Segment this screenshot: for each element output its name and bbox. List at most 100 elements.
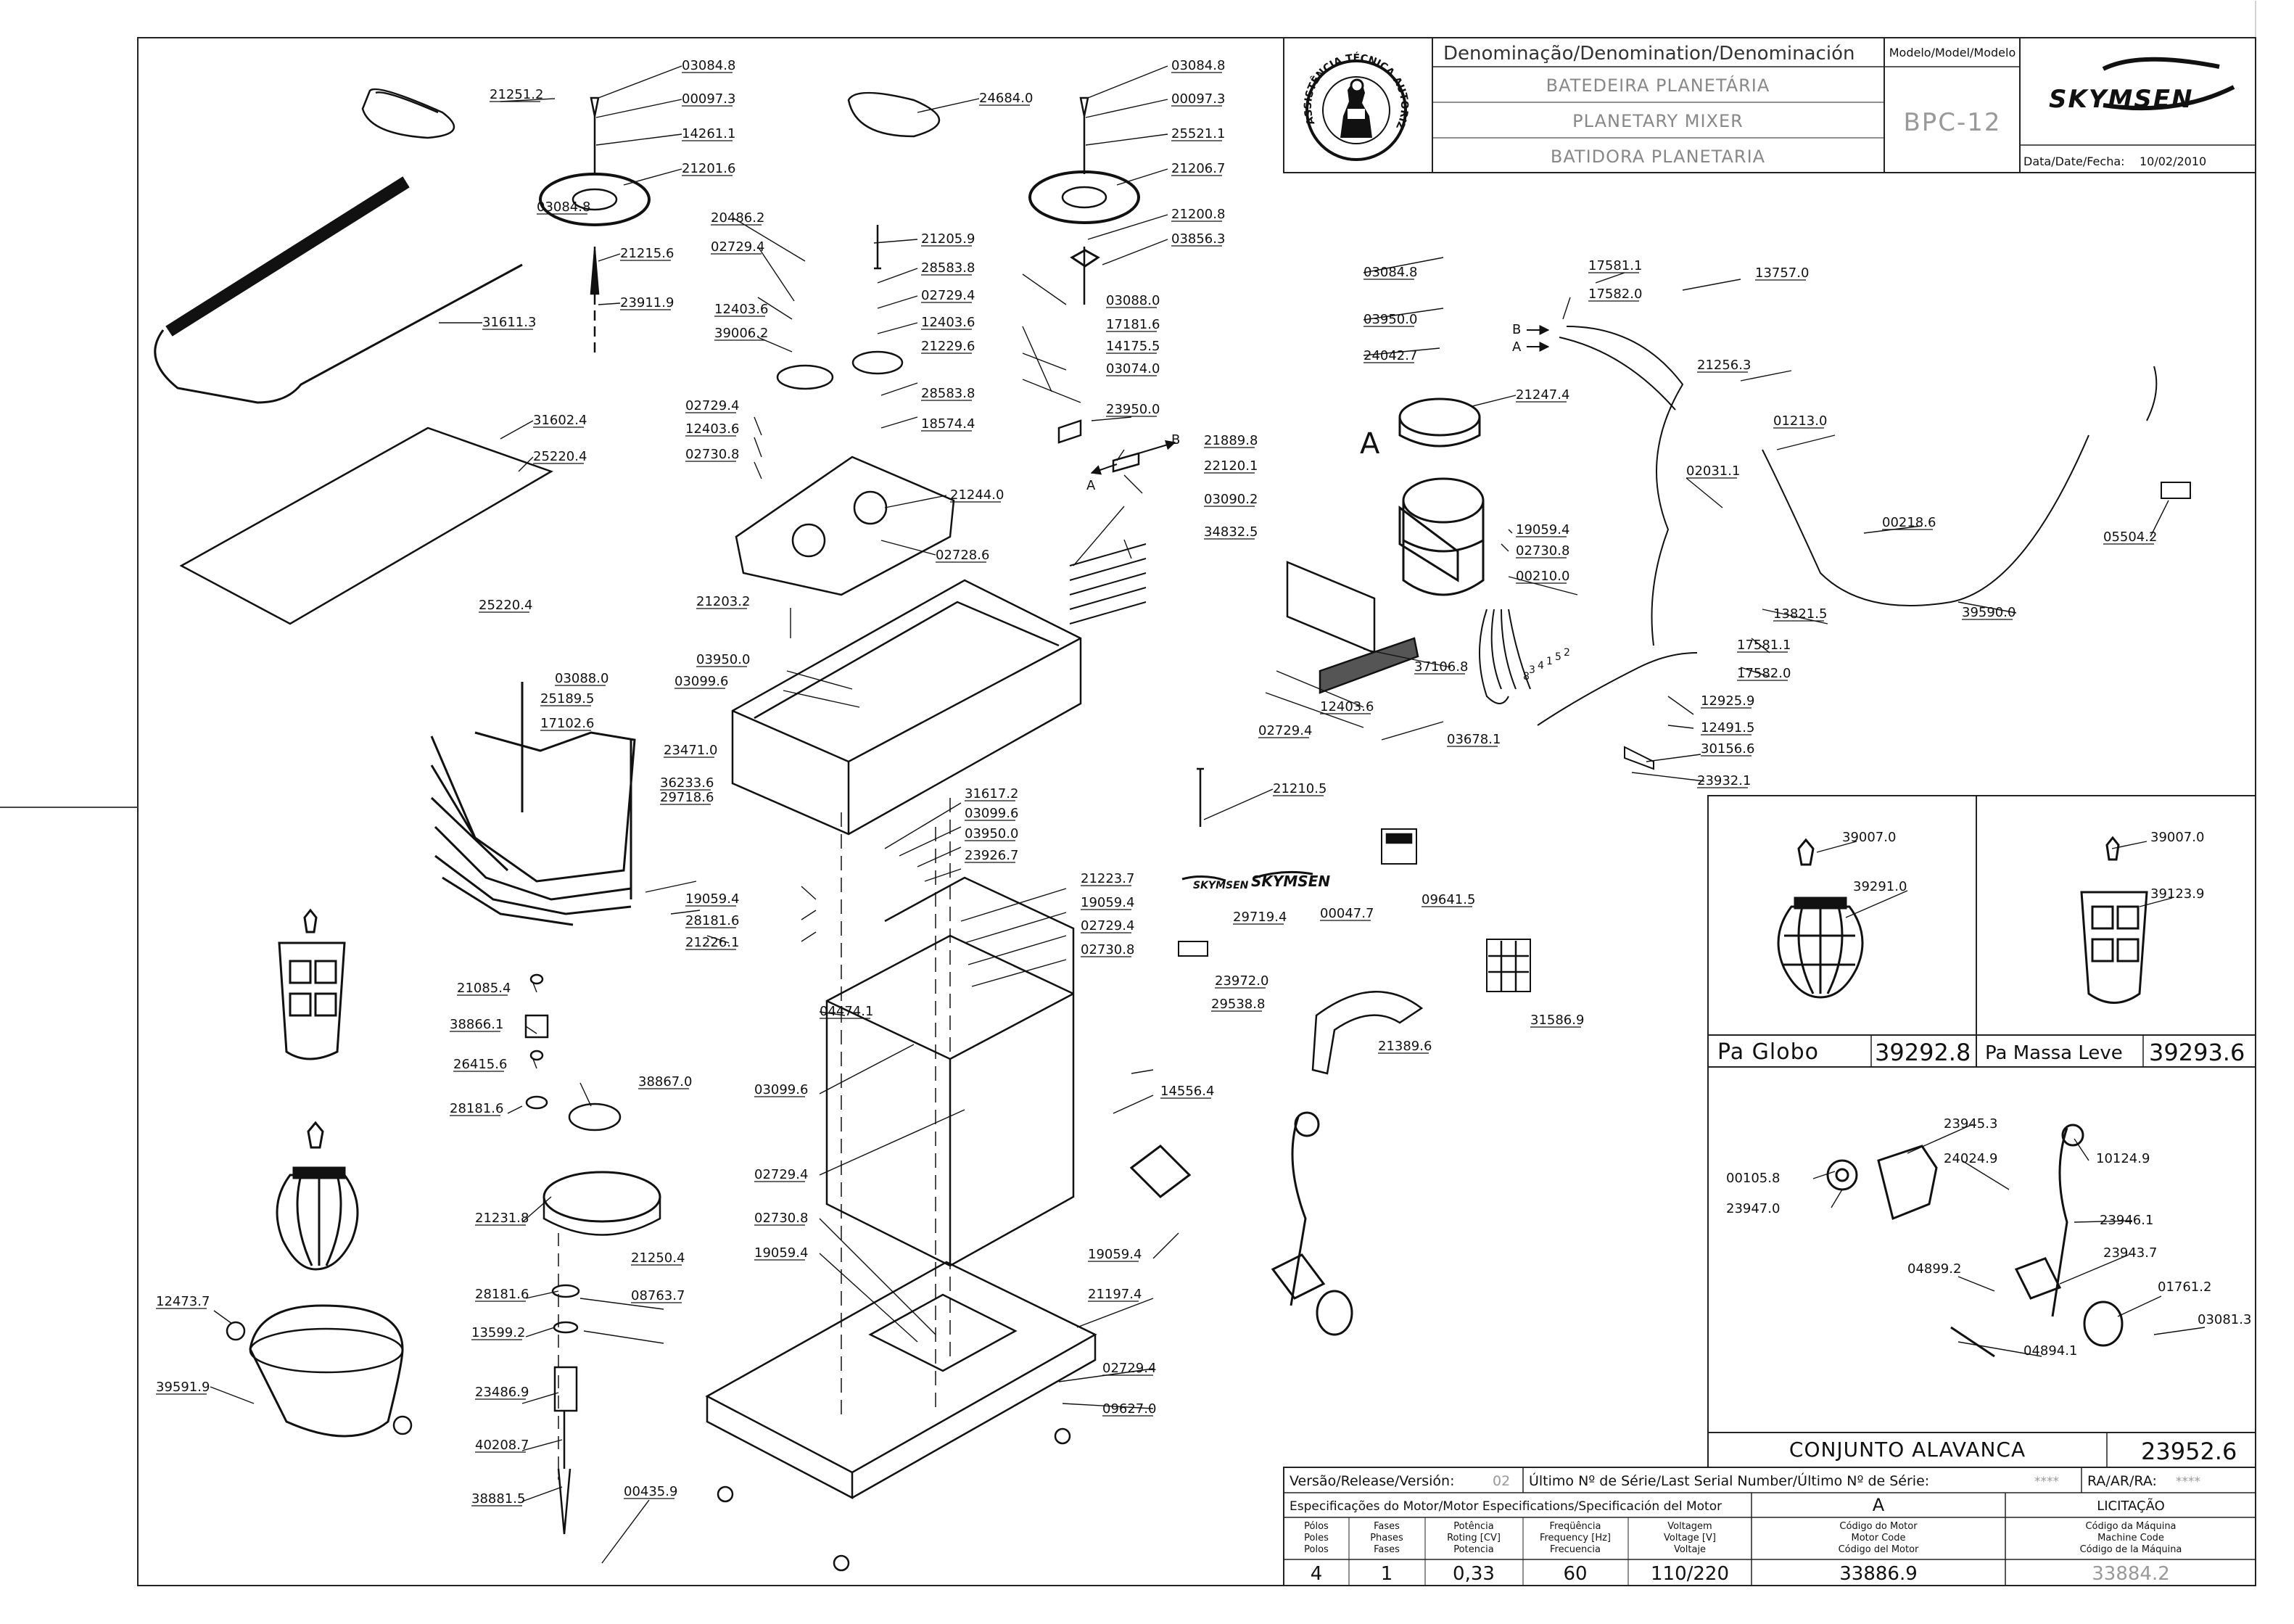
part-label-motor: 00210.0 bbox=[1516, 569, 1569, 584]
belt-right bbox=[847, 91, 940, 138]
arrow-mark: B bbox=[1512, 322, 1521, 337]
part-label-column: 21226.1 bbox=[685, 935, 739, 950]
inset-panels: Pa Globo 39292.8 Pa Massa Leve 39293.6 C… bbox=[1707, 795, 2256, 1468]
motor-bracket bbox=[1286, 561, 1376, 654]
svg-text:Fases: Fases bbox=[1374, 1544, 1400, 1555]
part-label-lower-left: 21231.8 bbox=[475, 1211, 529, 1226]
inset-part-label-alavanca: 23945.3 bbox=[1944, 1116, 1997, 1132]
part-label-electrical: 12491.5 bbox=[1701, 720, 1754, 735]
part-label-column: 23926.7 bbox=[965, 848, 1018, 863]
part-label-electrical: 02031.1 bbox=[1686, 463, 1740, 479]
svg-text:4: 4 bbox=[1311, 1563, 1323, 1585]
part-label-labels-area: 29538.8 bbox=[1211, 997, 1265, 1012]
part-label-motor: 03678.1 bbox=[1447, 732, 1501, 747]
svg-text:0,33: 0,33 bbox=[1453, 1563, 1495, 1585]
part-label-electrical: 21256.3 bbox=[1697, 358, 1751, 373]
part-label-electrical: 17581.1 bbox=[1588, 258, 1642, 273]
part-label-upper-left: 00097.3 bbox=[682, 91, 735, 107]
part-label-electrical: 17582.0 bbox=[1737, 666, 1791, 681]
part-label-column: 02730.8 bbox=[754, 1211, 808, 1226]
part-label-upper-center: 23950.0 bbox=[1106, 402, 1160, 417]
part-label-upper-left: 23471.0 bbox=[664, 743, 717, 758]
svg-text:Poles: Poles bbox=[1304, 1533, 1329, 1543]
part-label-gearbox: 20486.2 bbox=[711, 210, 764, 226]
inset-part-label-alavanca: 24024.9 bbox=[1944, 1151, 1997, 1166]
part-label-electrical: 30156.6 bbox=[1701, 741, 1754, 757]
part-label-motor: 02730.8 bbox=[1516, 543, 1569, 558]
svg-text:Voltagem: Voltagem bbox=[1667, 1521, 1712, 1532]
part-label-lower-left: 12473.7 bbox=[156, 1294, 210, 1309]
part-label-electrical: 01213.0 bbox=[1773, 413, 1827, 429]
licitacao-label: LICITAÇÃO bbox=[2097, 1498, 2165, 1514]
wire-mark: 5 bbox=[1555, 651, 1561, 663]
part-label-upper-center: 00097.3 bbox=[1171, 91, 1225, 107]
part-label-motor: 03084.8 bbox=[1363, 265, 1417, 280]
part-label-lower-left: 23486.9 bbox=[475, 1385, 529, 1400]
part-label-gearbox: 28583.8 bbox=[921, 386, 975, 401]
date-label: Data/Date/Fecha: bbox=[2023, 154, 2125, 168]
belt-left bbox=[361, 88, 455, 139]
part-label-gearbox: 02730.8 bbox=[685, 447, 739, 462]
part-label-column: 19059.4 bbox=[1081, 895, 1134, 910]
part-label-electrical: 05504.2 bbox=[2103, 529, 2157, 545]
ra-value: **** bbox=[2176, 1475, 2200, 1489]
curved-guard bbox=[1311, 991, 1424, 1075]
part-label-lower-left: 08763.7 bbox=[631, 1288, 685, 1303]
inset-part-label-alavanca: 01761.2 bbox=[2158, 1279, 2211, 1295]
part-label-electrical: 23932.1 bbox=[1697, 773, 1751, 788]
part-label-upper-left: 17102.6 bbox=[540, 716, 594, 731]
model-header: Modelo/Model/Modelo bbox=[1889, 46, 2015, 59]
svg-text:Phases: Phases bbox=[1370, 1533, 1403, 1543]
svg-text:Potência: Potência bbox=[1453, 1521, 1493, 1532]
vent-louvres bbox=[1069, 543, 1147, 625]
part-label-column: 03099.6 bbox=[754, 1082, 808, 1097]
part-label-lower-left: 38867.0 bbox=[638, 1074, 692, 1089]
part-label-upper-center: 03084.8 bbox=[1171, 58, 1225, 73]
part-label-column: 21197.4 bbox=[1088, 1287, 1142, 1302]
machine-parts-geometry: SKYMSEN SKYMSEN bbox=[154, 88, 2191, 1572]
part-label-upper-left: 21201.6 bbox=[682, 161, 735, 176]
motor-spec-columns: Pólos Poles Polos 4 Fases Phases Fases 1… bbox=[1304, 1521, 2182, 1585]
inset-globo-name: Pa Globo bbox=[1717, 1039, 1819, 1065]
svg-text:Pólos: Pólos bbox=[1304, 1521, 1329, 1532]
denomination-header: Denominação/Denomination/Denominación bbox=[1443, 43, 1854, 65]
part-label-motor: 24042.7 bbox=[1363, 348, 1417, 363]
globo-whisk-drawing bbox=[1777, 838, 1864, 999]
part-label-lower-left: 38881.5 bbox=[471, 1491, 525, 1506]
part-label-lower-left: 28181.6 bbox=[475, 1287, 529, 1302]
name-en: PLANETARY MIXER bbox=[1572, 111, 1744, 131]
part-label-column: 31617.2 bbox=[965, 786, 1018, 801]
svg-text:Voltage [V]: Voltage [V] bbox=[1664, 1533, 1716, 1543]
part-label-column: 14556.4 bbox=[1160, 1084, 1214, 1099]
inset-massa-code: 39293.6 bbox=[2149, 1039, 2245, 1066]
date-value: 10/02/2010 bbox=[2140, 154, 2206, 168]
part-label-electrical: 13821.5 bbox=[1773, 606, 1827, 622]
svg-text:Frecuencia: Frecuencia bbox=[1550, 1544, 1601, 1555]
part-label-upper-left: 03084.8 bbox=[537, 199, 590, 215]
part-label-gearbox: 39006.2 bbox=[714, 326, 768, 341]
part-label-column: 09627.0 bbox=[1102, 1401, 1156, 1417]
part-label-upper-center: 03074.0 bbox=[1106, 361, 1160, 376]
inset-part-label-globo: 39007.0 bbox=[1842, 830, 1896, 845]
part-label-gearbox: 21244.0 bbox=[950, 487, 1004, 503]
motor-a bbox=[1398, 397, 1485, 596]
part-label-gearbox: 28583.8 bbox=[921, 260, 975, 276]
part-label-column: 21223.7 bbox=[1081, 871, 1134, 886]
part-label-motor: 19059.4 bbox=[1516, 522, 1569, 537]
part-label-electrical: 39590.0 bbox=[1962, 605, 2015, 620]
part-label-gearbox: 21205.9 bbox=[921, 231, 975, 247]
serial-label: Último Nº de Série/Last Serial Number/Úl… bbox=[1529, 1472, 1929, 1489]
part-label-upper-left: 21215.6 bbox=[620, 246, 674, 261]
top-plate bbox=[179, 426, 553, 625]
svg-text:Machine Code: Machine Code bbox=[2097, 1533, 2164, 1543]
part-label-upper-left: 25189.5 bbox=[540, 691, 594, 706]
inset-part-label-alavanca: 03081.3 bbox=[2198, 1312, 2251, 1327]
whisk-left bbox=[276, 1121, 359, 1271]
part-label-electrical: 12925.9 bbox=[1701, 693, 1754, 709]
part-label-upper-left: 31611.3 bbox=[482, 315, 536, 330]
inset-part-label-massa: 39123.9 bbox=[2150, 886, 2204, 902]
part-label-gearbox: 02729.4 bbox=[921, 288, 975, 303]
part-label-column: 04474.1 bbox=[820, 1004, 873, 1019]
part-label-column: 19059.4 bbox=[754, 1245, 808, 1261]
